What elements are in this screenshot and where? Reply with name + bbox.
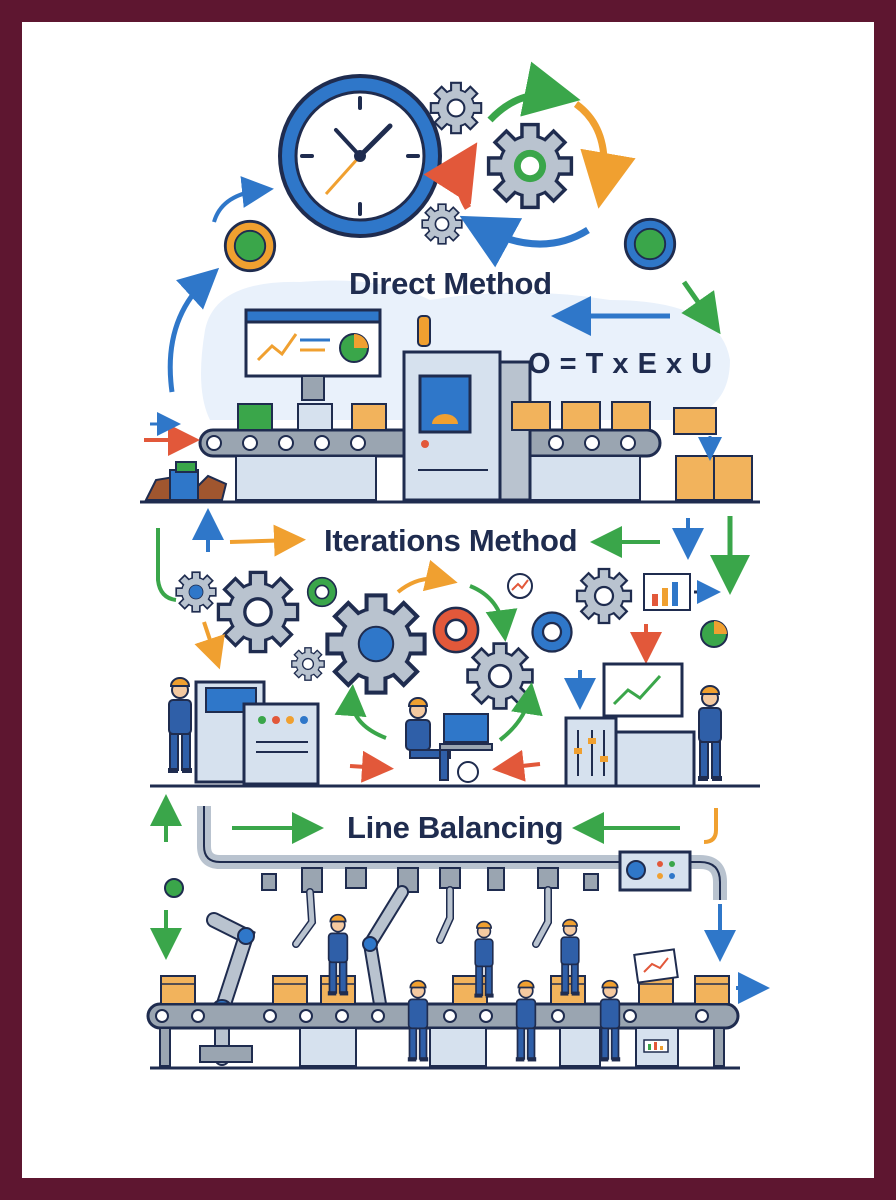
- arrow-icon: [334, 684, 387, 740]
- machine-icon: [402, 315, 532, 502]
- gear-icon: [432, 606, 480, 654]
- monitor-chart-icon: [564, 662, 696, 788]
- oee-formula: O = T x E x U: [528, 348, 713, 380]
- arrow-icon: [498, 682, 543, 742]
- box-icon: [237, 401, 753, 501]
- arrow-icon: [492, 749, 541, 782]
- gear-icon: [175, 571, 217, 613]
- arrow-icon: [573, 101, 636, 209]
- gear-icon: [421, 203, 463, 245]
- gear-icon: [531, 611, 573, 653]
- worker-icon: [514, 979, 538, 1063]
- arrow-icon: [194, 621, 225, 670]
- raw-materials: [144, 461, 228, 501]
- worker-icon: [598, 979, 622, 1063]
- robot-arm-icon: [199, 885, 552, 1066]
- worker-icon: [406, 979, 430, 1063]
- gear-icon: [575, 567, 633, 625]
- clock-icon: [278, 74, 442, 238]
- pie-chart-icon: [700, 620, 728, 648]
- section-title-iterations-method: Iterations Method: [324, 523, 578, 558]
- control-panel-icon: [194, 680, 320, 786]
- arrow-icon: [459, 215, 590, 268]
- gear-icon: [429, 81, 483, 135]
- arrow-icon: [167, 267, 220, 393]
- arrow-icon: [681, 280, 721, 335]
- arrow-icon: [396, 559, 458, 594]
- worker-icon: [167, 677, 193, 774]
- monitor-chart-icon: [244, 308, 382, 401]
- gear-icon: [223, 219, 277, 273]
- section-title-line-balancing: Line Balancing: [347, 810, 564, 845]
- bar-chart-icon: [643, 573, 691, 611]
- arrow-icon: [487, 61, 581, 123]
- worker-icon: [405, 697, 493, 783]
- arrow-icon: [156, 528, 177, 602]
- worker-icon: [697, 685, 723, 782]
- tablet-icon: [633, 948, 679, 1053]
- chat-bubble-icon: [507, 573, 533, 599]
- arrow-icon: [469, 584, 518, 642]
- arrow-icon: [212, 176, 274, 223]
- gear-icon: [466, 642, 534, 710]
- arrow-icon: [349, 750, 394, 783]
- gear-icon: [216, 570, 300, 654]
- gear-icon: [623, 217, 677, 271]
- gear-icon: [327, 595, 424, 692]
- gear-icon: [291, 647, 325, 681]
- arrow-icon: [423, 142, 478, 210]
- conveyor-belt-icon: [146, 1002, 740, 1070]
- arrow-icon: [229, 524, 306, 557]
- section-title-direct-method: Direct Method: [349, 266, 552, 301]
- gear-icon: [486, 122, 574, 210]
- gear-icon: [306, 576, 338, 608]
- arrow-icon: [703, 808, 718, 844]
